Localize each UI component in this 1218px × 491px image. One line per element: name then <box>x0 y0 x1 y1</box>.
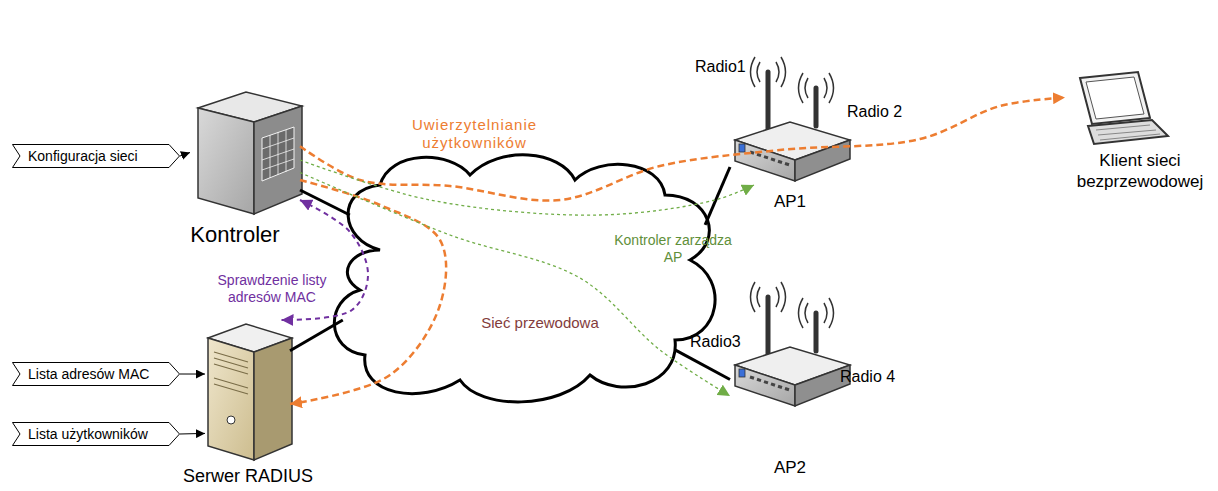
laptop-icon <box>1080 72 1168 144</box>
input-label: Lista adresów MAC <box>12 362 149 386</box>
input-label: Lista użytkowników <box>12 422 148 446</box>
input-label: Konfiguracja sieci <box>12 144 138 168</box>
access-point-icon <box>735 57 850 181</box>
access-point-icon <box>735 282 850 406</box>
input-arrow: Lista adresów MAC <box>12 362 180 386</box>
input-arrow-link <box>180 153 190 157</box>
input-arrow-shape <box>13 363 180 386</box>
node-label: AP1 <box>730 192 850 212</box>
node-label: Sieć przewodowa <box>470 314 610 331</box>
radio-label: Radio 4 <box>840 368 895 386</box>
input-arrow: Konfiguracja sieci <box>12 144 180 168</box>
flow-arrow <box>300 173 730 397</box>
flow-label: Uwierzytelnianie użytkowników <box>392 116 557 152</box>
flow-label: Kontroler zarządza AP <box>612 232 734 266</box>
network-cloud: Sieć przewodowa <box>335 150 725 410</box>
access-point-node: AP1 <box>730 95 850 185</box>
wired-link <box>675 350 730 380</box>
node-label: Serwer RADIUS <box>158 466 338 487</box>
radius-server-node: Serwer RADIUS <box>205 320 290 460</box>
controller-node: Kontroler <box>190 90 300 215</box>
radius-server-icon <box>208 324 292 460</box>
input-arrow-shape <box>13 423 180 446</box>
flow-arrow <box>300 98 1065 201</box>
flow-label: Sprawdzenie listy adresów MAC <box>203 272 341 306</box>
access-point-node: AP2 <box>730 330 850 440</box>
node-label: Klient sieci bezprzewodowej <box>1070 150 1210 193</box>
network-cloud-outline <box>334 155 715 402</box>
controller-icon <box>198 92 302 214</box>
input-arrow-link <box>180 374 205 375</box>
radio-label: Radio1 <box>695 58 746 76</box>
input-arrow: Lista użytkowników <box>12 422 180 446</box>
radio-label: Radio 2 <box>847 103 902 121</box>
node-label: AP2 <box>730 458 850 478</box>
input-arrow-link <box>180 433 205 435</box>
wired-link <box>705 167 730 225</box>
input-arrow-shape <box>13 145 180 168</box>
wired-link <box>300 190 350 215</box>
radio-label: Radio3 <box>690 333 741 351</box>
node-label: Kontroler <box>180 222 290 247</box>
wireless-client-node: Klient sieci bezprzewodowej <box>1065 72 1165 145</box>
flow-arrow <box>300 160 754 215</box>
wired-link <box>290 320 343 351</box>
